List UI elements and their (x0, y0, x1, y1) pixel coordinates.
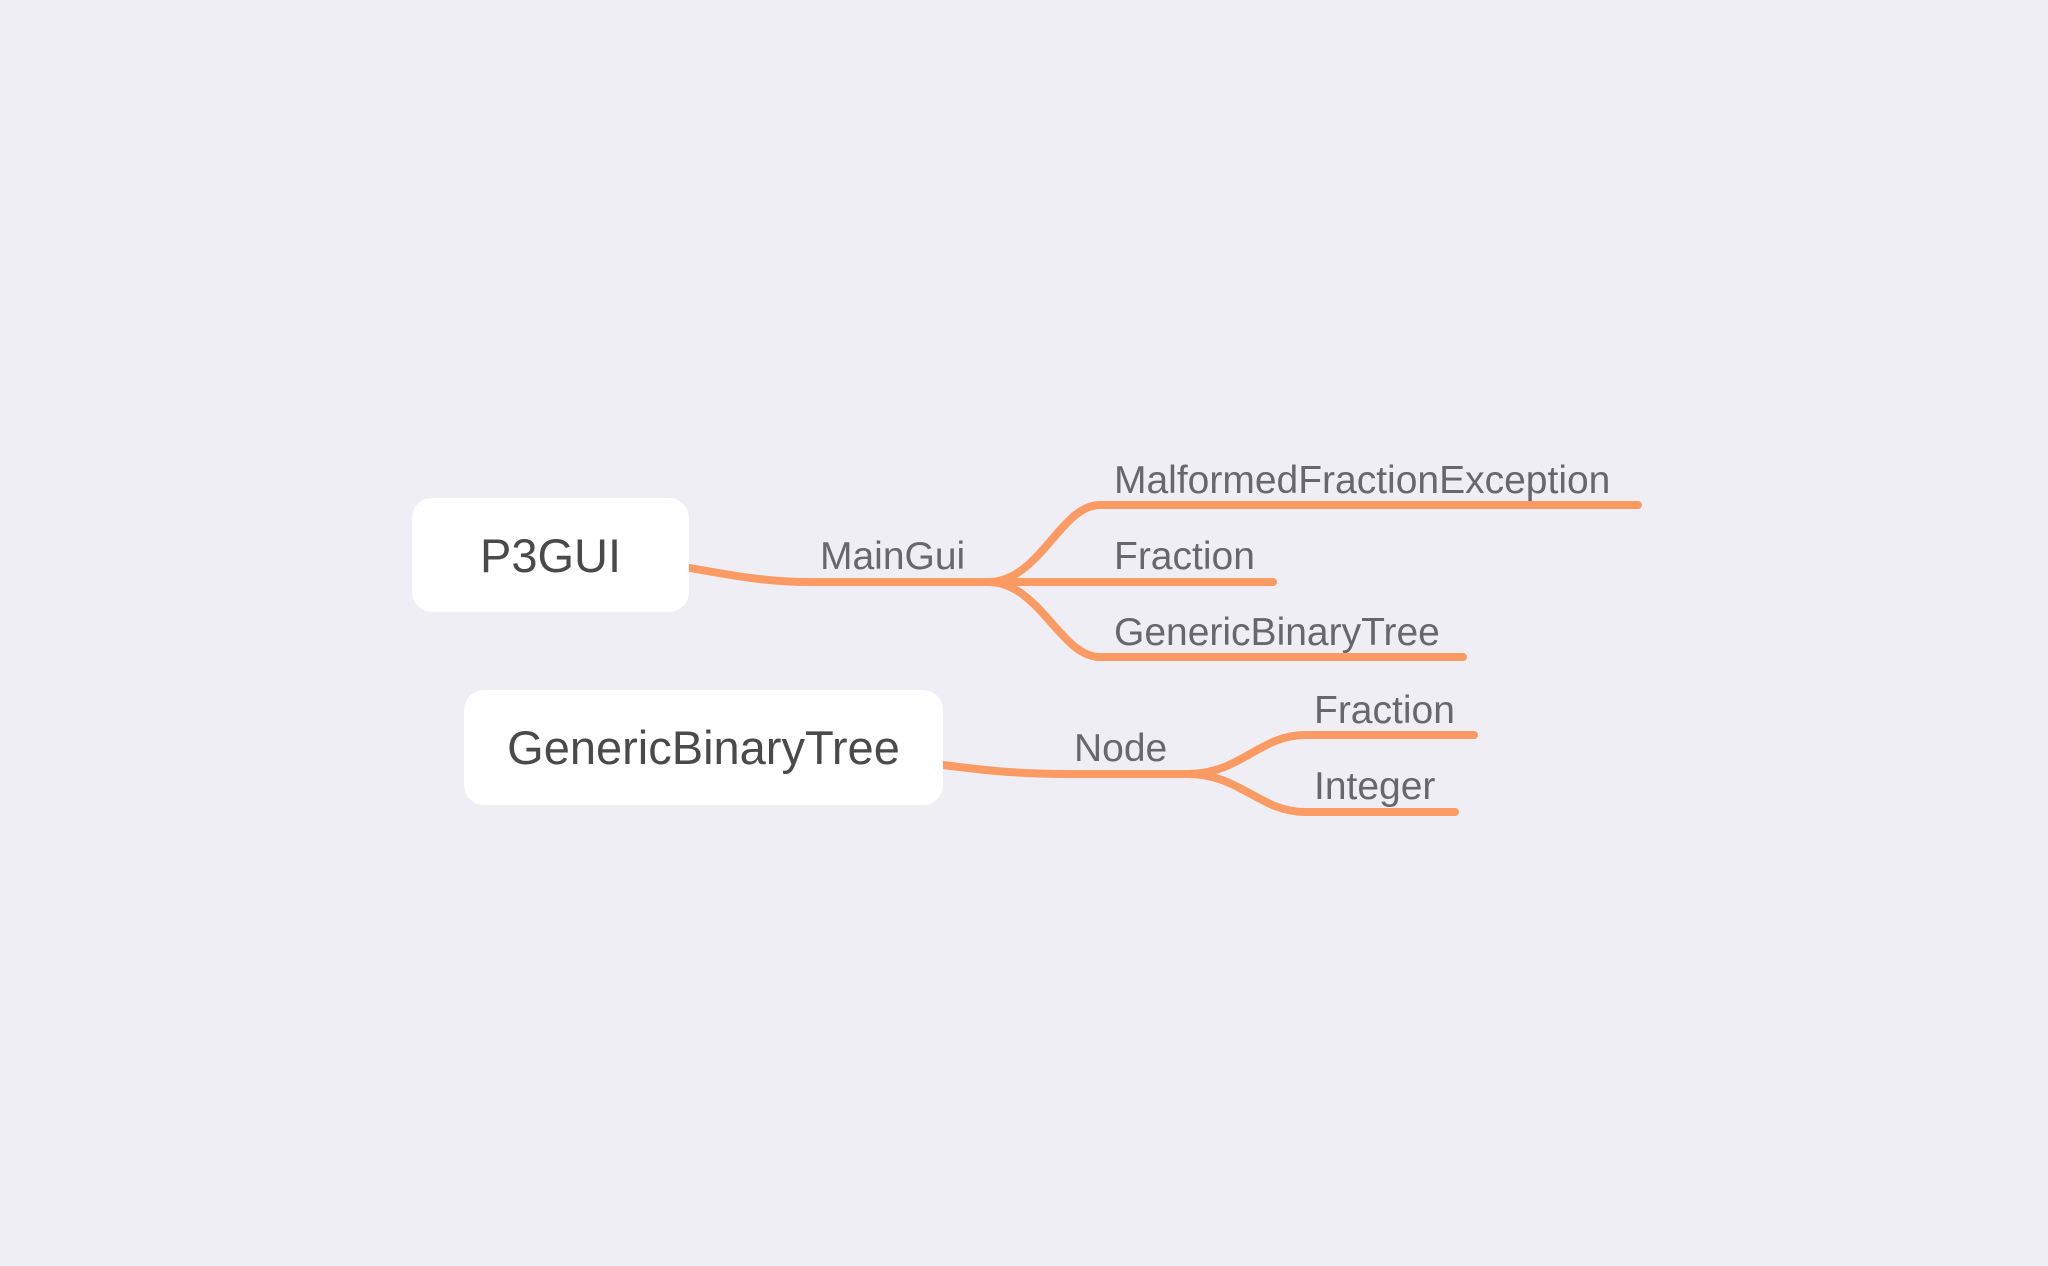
branch-label-node[interactable]: Node (1074, 727, 1168, 770)
connector-p3gui-maingui (686, 564, 992, 586)
root-node-genericbinarytree[interactable]: GenericBinaryTree (464, 690, 943, 805)
leaf-label-integer[interactable]: Integer (1314, 765, 1436, 808)
leaf-label-genericbinarytree[interactable]: GenericBinaryTree (1114, 611, 1440, 654)
connector-maingui-malformedfractionexception (984, 501, 1642, 586)
branch-label-maingui[interactable]: MainGui (820, 535, 966, 578)
leaf-label-malformedfractionexception[interactable]: MalformedFractionException (1114, 459, 1611, 502)
connector-node-integer (1184, 770, 1459, 816)
leaf-label-fraction[interactable]: Fraction (1114, 535, 1255, 578)
root-node-p3gui[interactable]: P3GUI (412, 498, 689, 612)
connector-maingui-genericbinarytree (984, 578, 1467, 661)
connector-genericbinarytree-node (939, 761, 1192, 778)
leaf-label-fraction[interactable]: Fraction (1314, 689, 1455, 732)
